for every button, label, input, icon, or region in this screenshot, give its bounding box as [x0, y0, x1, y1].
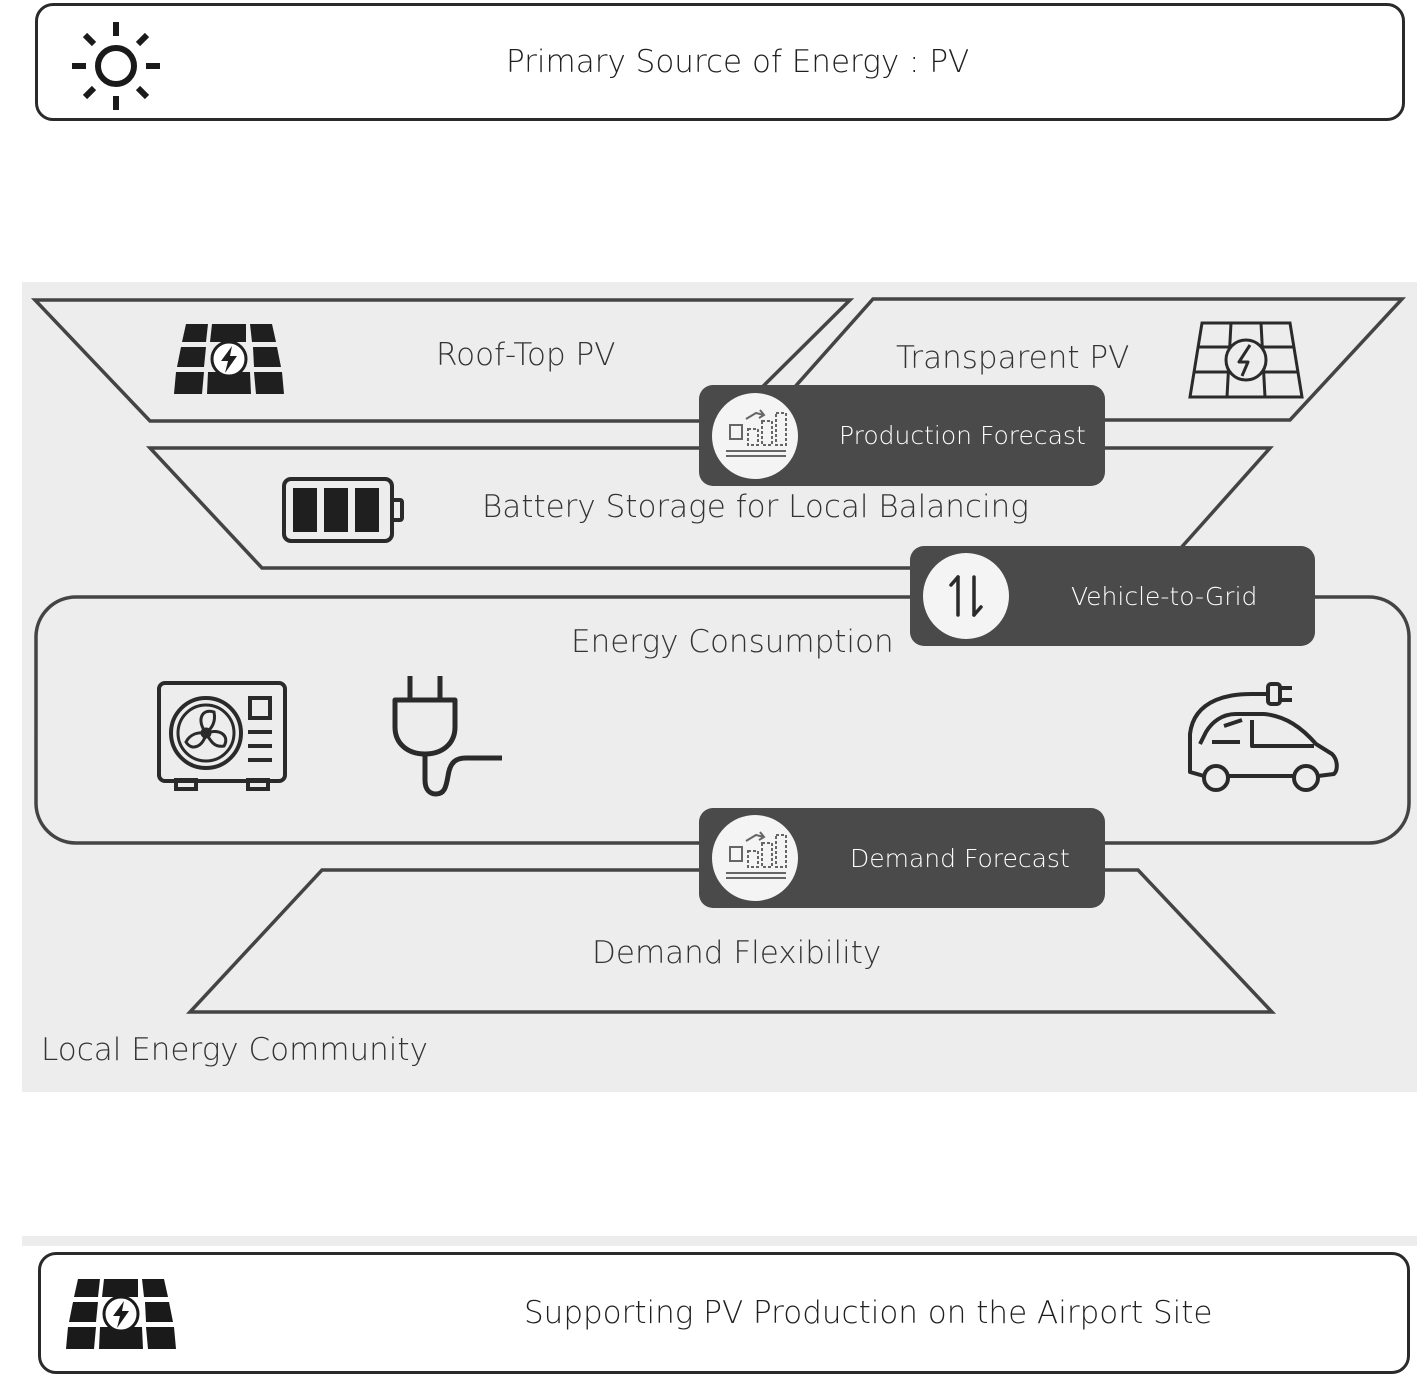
heat-pump-icon	[157, 681, 287, 791]
transparent-solar-panel-icon	[1188, 321, 1304, 399]
divider-strip	[22, 1236, 1417, 1246]
battery-icon	[282, 477, 404, 543]
vehicle-to-grid-label: Vehicle-to-Grid	[1071, 581, 1258, 611]
demand-forecast-label: Demand Forecast	[850, 843, 1070, 873]
power-plug-icon	[392, 676, 502, 797]
primary-source-title: Primary Source of Energy : PV	[506, 44, 970, 80]
battery-storage-label: Battery Storage for Local Balancing	[482, 489, 1029, 525]
demand-flexibility-label: Demand Flexibility	[592, 935, 882, 971]
demand-forecast-badge: Demand Forecast	[699, 808, 1105, 908]
local-energy-community-label: Local Energy Community	[41, 1032, 428, 1068]
production-forecast-badge: Production Forecast	[699, 385, 1105, 486]
transparent-pv-label: Transparent PV	[896, 340, 1130, 376]
solar-panel-icon	[66, 1279, 176, 1349]
vehicle-to-grid-icon-circle	[923, 553, 1009, 639]
forecast-chart-icon	[726, 831, 787, 879]
solar-panel-icon	[174, 324, 284, 394]
electric-car-icon	[1188, 682, 1339, 792]
sun-icon	[72, 22, 160, 110]
vehicle-to-grid-badge: Vehicle-to-Grid	[910, 546, 1315, 646]
rooftop-pv-label: Roof-Top PV	[436, 337, 616, 373]
airport-pv-box: Supporting PV Production on the Airport …	[38, 1252, 1410, 1374]
airport-pv-title: Supporting PV Production on the Airport …	[524, 1295, 1213, 1331]
forecast-chart-icon	[726, 408, 787, 457]
primary-source-box: Primary Source of Energy : PV	[35, 3, 1405, 121]
bidirectional-arrows-icon	[949, 575, 983, 617]
demand-forecast-icon-circle	[712, 815, 798, 901]
production-forecast-label: Production Forecast	[839, 421, 1086, 450]
production-forecast-icon-circle	[712, 392, 798, 479]
energy-consumption-label: Energy Consumption	[571, 624, 894, 660]
